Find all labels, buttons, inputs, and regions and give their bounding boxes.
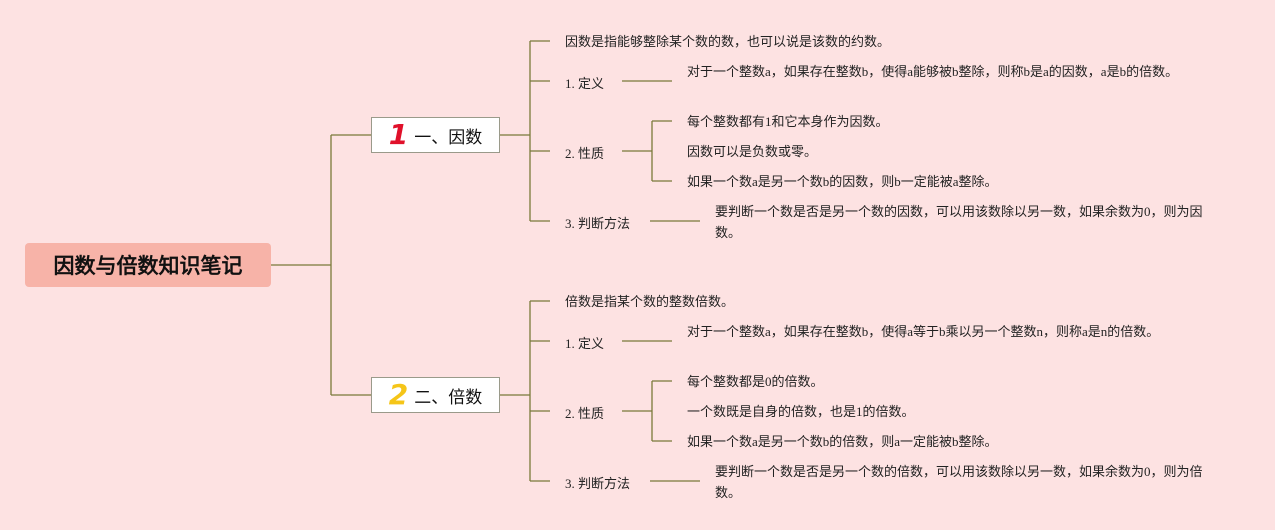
factor-property-1[interactable]: 每个整数都有1和它本身作为因数。 bbox=[687, 114, 889, 129]
multiple-method-label[interactable]: 3. 判断方法 bbox=[565, 476, 631, 491]
multiple-intro[interactable]: 倍数是指某个数的整数倍数。 bbox=[565, 294, 735, 309]
factor-definition-label[interactable]: 1. 定义 bbox=[565, 76, 605, 91]
multiple-property-2[interactable]: 一个数既是自身的倍数，也是1的倍数。 bbox=[687, 404, 915, 419]
number-two-badge: 2 bbox=[388, 378, 409, 411]
multiple-definition-label[interactable]: 1. 定义 bbox=[565, 336, 605, 351]
multiple-property-3[interactable]: 如果一个数a是另一个数b的倍数，则a一定能被b整除。 bbox=[687, 434, 998, 449]
multiple-definition-text[interactable]: 对于一个整数a，如果存在整数b，使得a等于b乘以另一个整数n，则称a是n的倍数。 bbox=[687, 324, 1160, 339]
factor-property-3[interactable]: 如果一个数a是另一个数b的因数，则b一定能被a整除。 bbox=[687, 174, 998, 189]
multiple-method-text[interactable]: 要判断一个数是否是另一个数的倍数，可以用该数除以另一数，如果余数为0，则为倍数。 bbox=[715, 464, 1203, 500]
factor-definition-text[interactable]: 对于一个整数a，如果存在整数b，使得a能够被b整除，则称b是a的因数，a是b的倍… bbox=[687, 64, 1179, 79]
root-title: 因数与倍数知识笔记 bbox=[53, 254, 243, 278]
multiple-property-label[interactable]: 2. 性质 bbox=[565, 406, 605, 421]
factor-property-label[interactable]: 2. 性质 bbox=[565, 146, 605, 161]
branch-factor-title: 一、因数 bbox=[414, 127, 483, 148]
factor-method-text[interactable]: 要判断一个数是否是另一个数的因数，可以用该数除以另一数，如果余数为0，则为因数。 bbox=[715, 204, 1203, 240]
multiple-property-1[interactable]: 每个整数都是0的倍数。 bbox=[687, 374, 824, 389]
number-one-badge: 1 bbox=[388, 118, 409, 151]
factor-method-label[interactable]: 3. 判断方法 bbox=[565, 216, 631, 231]
factor-intro[interactable]: 因数是指能够整除某个数的数，也可以说是该数的约数。 bbox=[565, 34, 891, 49]
branch-multiple[interactable]: 2 二、倍数 bbox=[371, 377, 500, 413]
branch-factor[interactable]: 1 一、因数 bbox=[371, 117, 500, 153]
branch-multiple-title: 二、倍数 bbox=[414, 387, 483, 408]
root-topic[interactable]: 因数与倍数知识笔记 bbox=[25, 243, 271, 287]
factor-property-2[interactable]: 因数可以是负数或零。 bbox=[687, 144, 818, 159]
